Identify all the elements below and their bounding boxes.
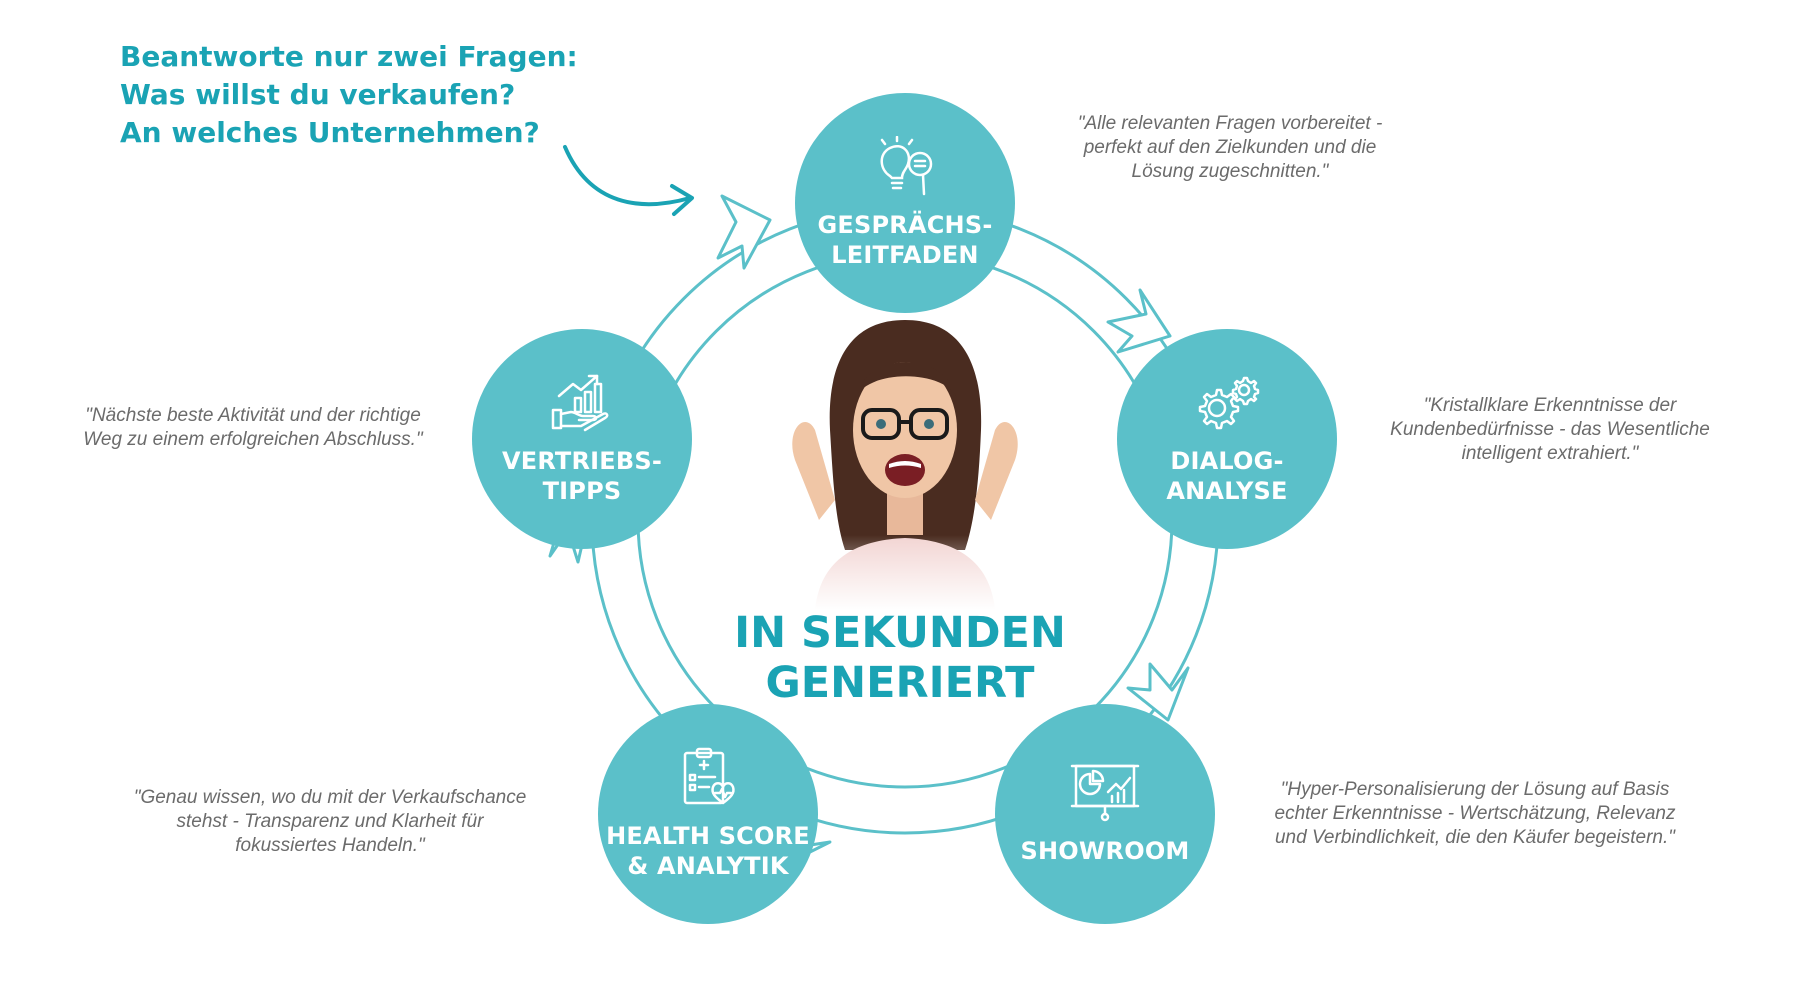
quote-line: "Genau wissen, wo du mit der Verkaufscha… xyxy=(133,787,527,808)
node-label-line: HEALTH SCORE xyxy=(606,822,810,850)
quote-line: "Hyper-Personalisierung der Lösung auf B… xyxy=(1280,779,1670,800)
quote-line: stehst - Transparenz und Klarheit für xyxy=(176,811,484,832)
pointer-arrowhead xyxy=(670,184,694,216)
gears-icon xyxy=(1198,376,1260,430)
quote-line: Lösung zugeschnitten." xyxy=(1131,161,1329,182)
headline: Beantworte nur zwei Fragen: Was willst d… xyxy=(120,38,578,152)
node-label-line: ANALYSE xyxy=(1166,477,1288,505)
quote-gespraechsleitfaden: "Alle relevanten Fragen vorbereitet - pe… xyxy=(1060,112,1400,184)
quote-health-score: "Genau wissen, wo du mit der Verkaufscha… xyxy=(120,786,540,858)
node-label-line: TIPPS xyxy=(542,477,622,505)
node-gespraechsleitfaden: GESPRÄCHS- LEITFADEN xyxy=(795,93,1015,313)
center-title: IN SEKUNDEN GENERIERT xyxy=(700,608,1100,708)
quote-line: perfekt auf den Zielkunden und die xyxy=(1083,137,1377,158)
node-label-line: GESPRÄCHS- xyxy=(817,211,993,239)
quote-line: "Alle relevanten Fragen vorbereitet - xyxy=(1077,113,1383,134)
node-label-line: LEITFADEN xyxy=(831,241,979,269)
hand-growth-chart-icon xyxy=(551,374,609,432)
quote-line: "Kristallklare Erkenntnisse der xyxy=(1423,395,1677,416)
excited-woman-photo xyxy=(775,310,1035,610)
headline-line-3: An welches Unternehmen? xyxy=(120,116,540,149)
quote-line: echter Erkenntnisse - Wertschätzung, Rel… xyxy=(1274,803,1676,824)
quote-line: fokussiertes Handeln." xyxy=(235,835,425,856)
node-label: HEALTH SCORE & ANALYTIK xyxy=(606,821,810,881)
ring-arrow-lower-right xyxy=(1126,662,1190,722)
node-label: GESPRÄCHS- LEITFADEN xyxy=(818,210,993,270)
ring-arrow-upper-right xyxy=(1106,288,1172,354)
node-dialog-analyse: DIALOG- ANALYSE xyxy=(1117,329,1337,549)
node-label: VERTRIEBS- TIPPS xyxy=(502,446,662,506)
quote-line: Weg zu einem erfolgreichen Abschluss." xyxy=(83,429,423,450)
quote-showroom: "Hyper-Personalisierung der Lösung auf B… xyxy=(1255,778,1695,850)
quote-vertriebstipps: "Nächste beste Aktivität und der richtig… xyxy=(58,404,448,452)
node-showroom: SHOWROOM xyxy=(995,704,1215,924)
ring-arrow-top-left xyxy=(716,194,772,270)
center-title-line-1: IN SEKUNDEN xyxy=(734,608,1066,658)
node-vertriebstipps: VERTRIEBS- TIPPS xyxy=(472,329,692,549)
node-health-score: HEALTH SCORE & ANALYTIK xyxy=(598,704,818,924)
node-label-line: SHOWROOM xyxy=(1020,837,1190,865)
presentation-board-icon xyxy=(1070,764,1140,822)
headline-line-2: Was willst du verkaufen? xyxy=(120,78,516,111)
center-title-line-2: GENERIERT xyxy=(765,658,1035,708)
pointer-arrow xyxy=(563,145,692,207)
headline-line-1: Beantworte nur zwei Fragen: xyxy=(120,40,578,73)
clipboard-heart-icon xyxy=(683,747,735,805)
quote-dialog-analyse: "Kristallklare Erkenntnisse der Kundenbe… xyxy=(1370,394,1730,466)
quote-line: intelligent extrahiert." xyxy=(1461,443,1639,464)
node-label-line: DIALOG- xyxy=(1170,447,1284,475)
node-label: DIALOG- ANALYSE xyxy=(1166,446,1287,506)
quote-line: und Verbindlichkeit, die den Käufer bege… xyxy=(1274,827,1676,848)
node-label-line: VERTRIEBS- xyxy=(501,447,663,475)
lightbulb-magnifier-icon xyxy=(880,136,933,196)
node-label: SHOWROOM xyxy=(1020,836,1189,866)
quote-line: Kundenbedürfnisse - das Wesentliche xyxy=(1390,419,1710,440)
quote-line: "Nächste beste Aktivität und der richtig… xyxy=(85,405,421,426)
node-label-line: & ANALYTIK xyxy=(627,852,789,880)
